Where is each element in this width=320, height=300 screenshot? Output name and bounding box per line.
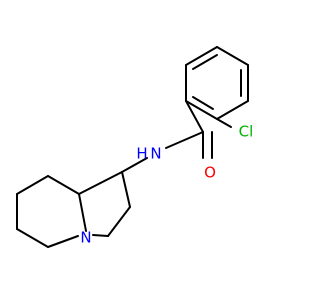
benzene-ring <box>185 46 249 120</box>
bond-ring-double-1 <box>192 54 218 70</box>
bond-c8a-c8 <box>47 175 80 195</box>
bond-ring-2 <box>216 46 249 66</box>
bond-c5-n <box>47 235 79 248</box>
atom-nh-n-label: N <box>150 145 161 163</box>
bond-c8a-c1 <box>78 171 123 195</box>
atom-nh-h-label: H <box>136 145 147 163</box>
piperidine-ring <box>16 175 80 248</box>
bond-ring-double-3 <box>192 96 214 110</box>
bond-ring-4 <box>216 100 249 120</box>
atom-cl-label: Cl <box>239 123 254 141</box>
atom-o-label: O <box>204 164 216 182</box>
bond-nh-c1 <box>121 157 148 173</box>
bond-ring-1 <box>185 46 218 66</box>
bond-c1-c2 <box>121 171 131 208</box>
bond-c-nh <box>165 131 204 149</box>
bond-aryl-carbonyl <box>185 100 204 133</box>
bond-c6-c5 <box>16 228 49 248</box>
molecule-drawing: Cl O N H N <box>16 46 254 248</box>
structure-canvas: Cl O N H N <box>16 46 254 248</box>
bond-c3-n <box>92 234 109 237</box>
bond-ring-5 <box>185 100 218 120</box>
bond-c-cl <box>216 118 232 128</box>
bond-n-c8a <box>78 193 87 232</box>
atom-ring-n-label: N <box>80 229 91 247</box>
pyrrolidine-ring <box>78 171 131 237</box>
bond-c8-c7 <box>16 175 49 195</box>
bond-c2-c3 <box>107 206 131 237</box>
